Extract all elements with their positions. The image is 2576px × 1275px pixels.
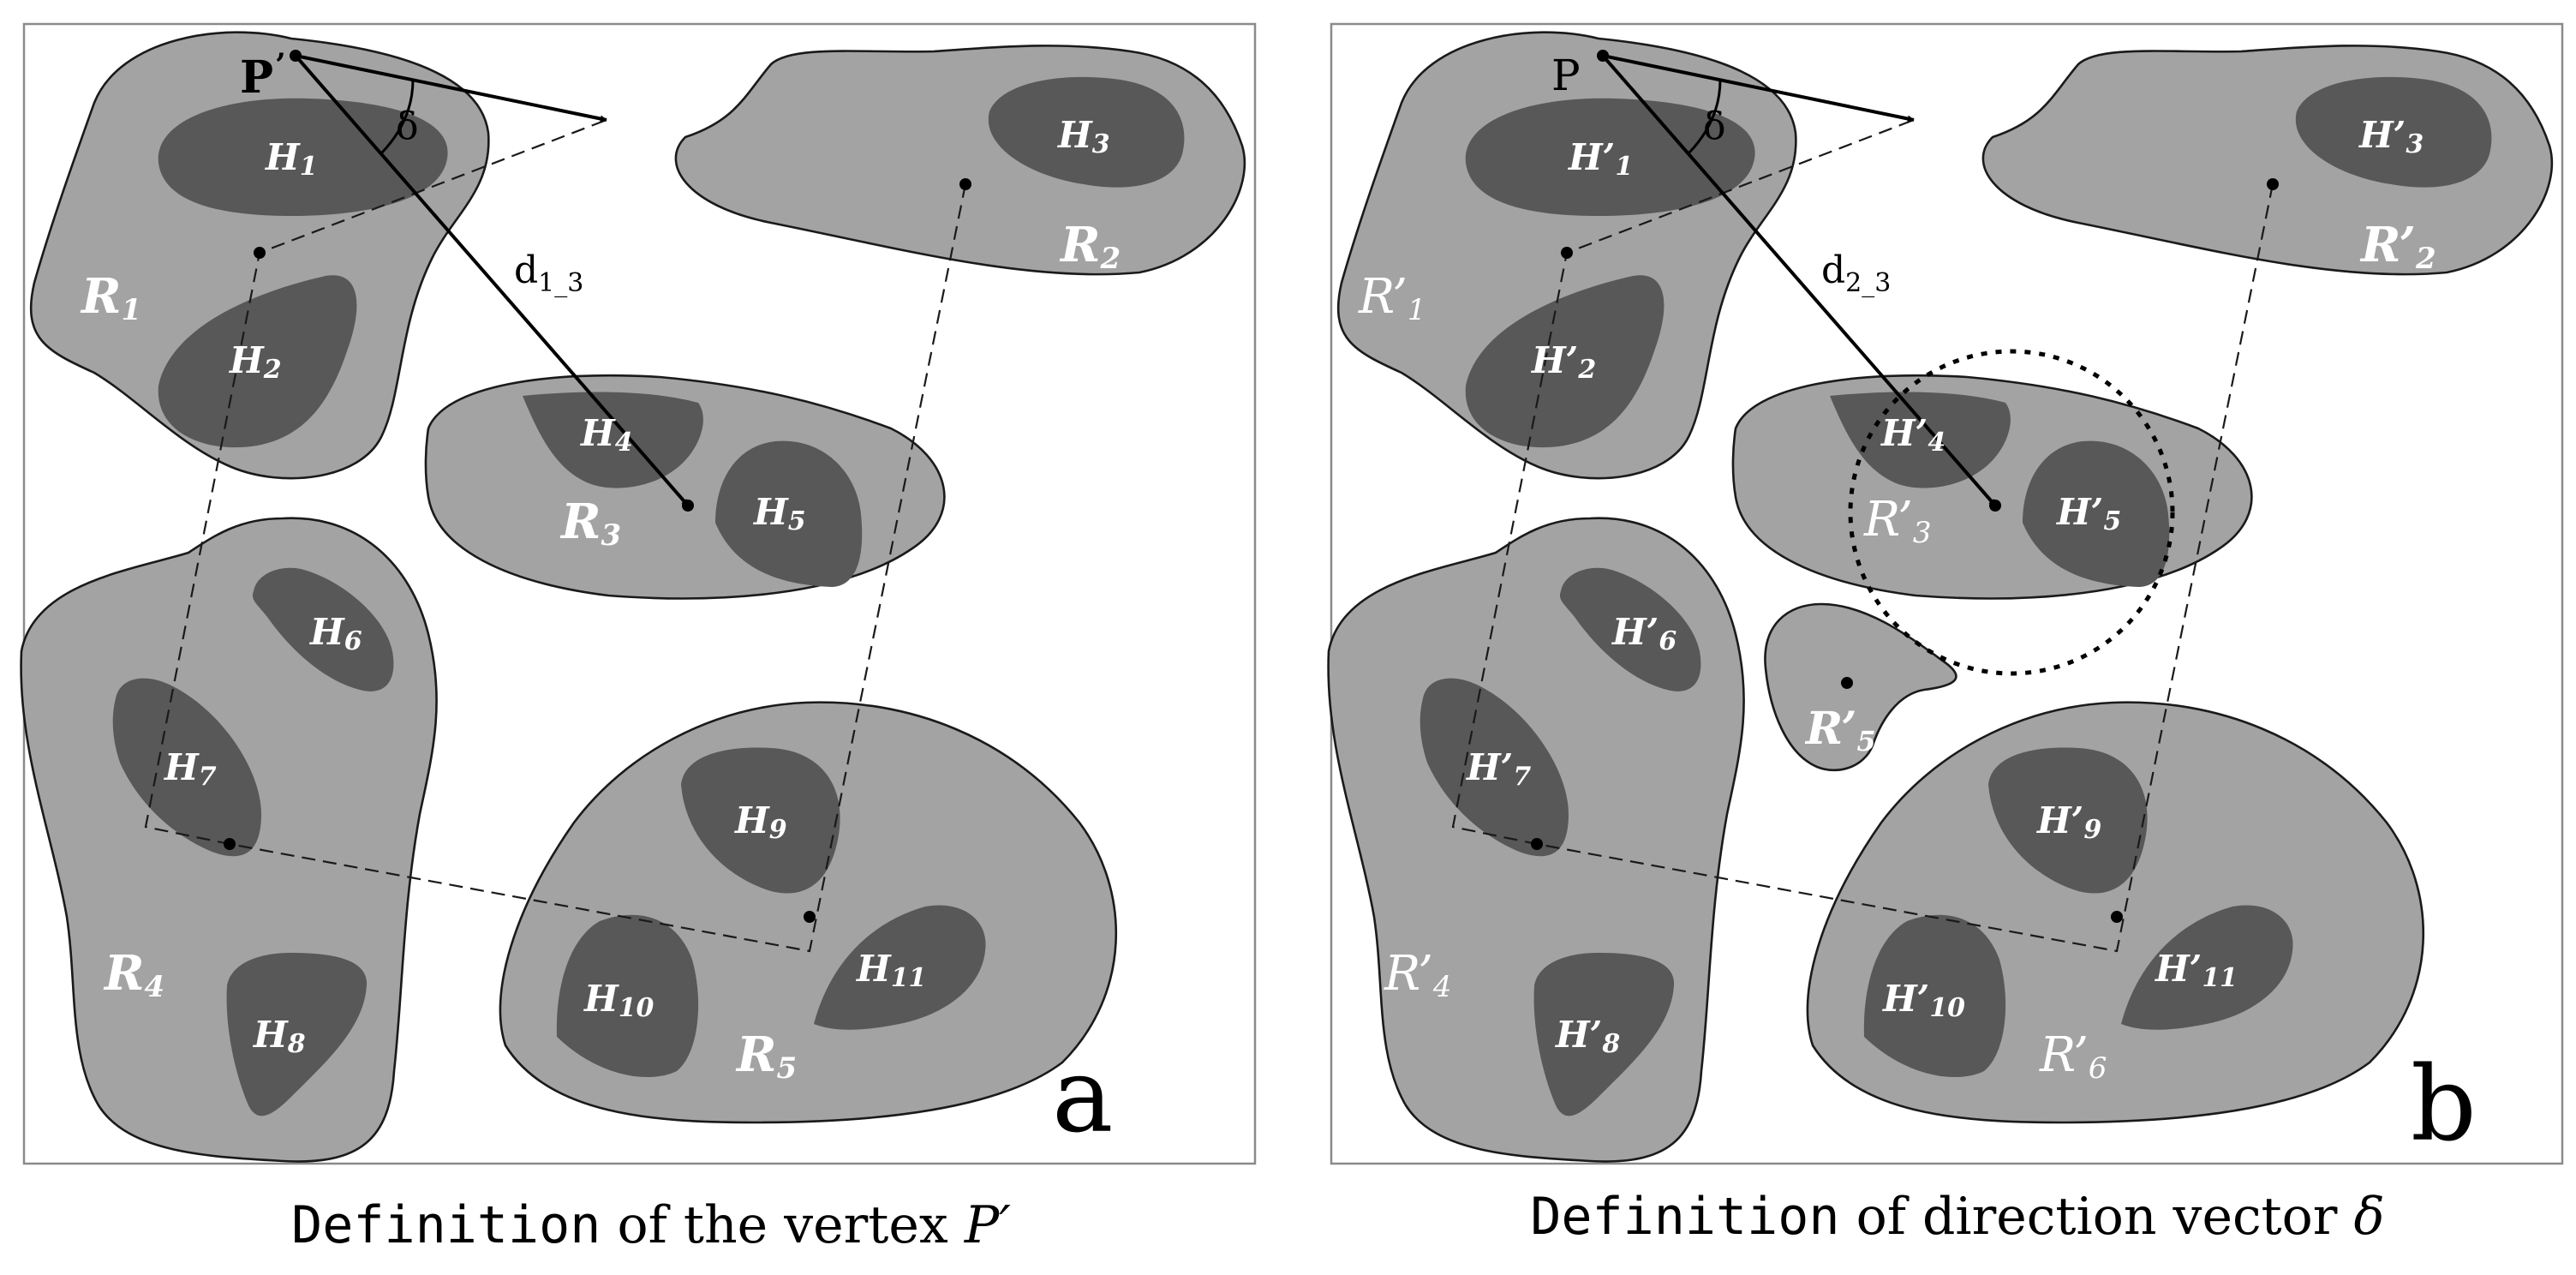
- center-dot-r4: [224, 838, 236, 850]
- hole-h8: [226, 953, 368, 1116]
- hole-h7: [112, 678, 261, 857]
- hole-label-h1: H1: [265, 136, 318, 182]
- center-dot-r2: [2267, 178, 2279, 190]
- hole-label-h2-prime: H’2: [1531, 339, 1596, 385]
- hole-label-h3: H3: [1057, 114, 1110, 159]
- vector-direction: [1602, 54, 1915, 123]
- hole-label-h11: H11: [856, 948, 926, 993]
- center-dot-r5: [804, 911, 816, 923]
- center-dot-r6: [2111, 911, 2123, 923]
- region-label-r1: R1: [80, 268, 141, 327]
- panel-a: P’ δ d1_3 R1 R2 R3 R4 R5 H1 H2 H3 H4 H5 …: [20, 22, 1257, 1165]
- hole-h10-prime: [1863, 914, 2006, 1078]
- region-label-r2-prime: R’2: [2359, 217, 2436, 276]
- hole-h2: [158, 275, 357, 448]
- hole-h9: [681, 747, 840, 894]
- hole-label-h9: H9: [734, 799, 787, 845]
- region-label-r4: R4: [103, 945, 164, 1004]
- region-label-r1-prime: R’1: [1358, 269, 1426, 327]
- center-dot-r1: [1561, 247, 1573, 259]
- hole-h6: [252, 567, 394, 691]
- hole-label-h4: H4: [580, 412, 633, 458]
- angle-label: δ: [396, 105, 419, 148]
- distance-label: d1_3: [514, 248, 583, 298]
- caption-b-mono: Definition: [1530, 1187, 1839, 1247]
- hole-h2-prime: [1465, 275, 1665, 448]
- hole-label-h7: H7: [164, 746, 217, 792]
- hole-h5-prime: [2023, 440, 2170, 587]
- connection-path: [144, 118, 967, 953]
- hole-h3: [988, 76, 1185, 188]
- vertex-dot: [290, 50, 302, 62]
- center-dot-r1: [254, 247, 266, 259]
- hole-label-h6-prime: H’6: [1611, 611, 1676, 656]
- caption-a-mono: Definition: [291, 1195, 601, 1255]
- region-label-r5: R5: [735, 1027, 797, 1086]
- hole-label-h2: H2: [229, 339, 282, 385]
- vertex-label: P: [1551, 51, 1581, 100]
- hole-label-h8-prime: H’8: [1555, 1014, 1620, 1059]
- hole-h6-prime: [1559, 567, 1701, 691]
- hole-label-h8: H8: [253, 1014, 306, 1059]
- region-label-r3: R3: [559, 494, 621, 553]
- center-dot-r2: [959, 178, 971, 190]
- center-dot-r5: [1841, 677, 1853, 689]
- region-label-r2: R2: [1059, 217, 1121, 276]
- hole-h1-prime: [1465, 98, 1755, 217]
- region-label-r4-prime: R’4: [1384, 946, 1452, 1004]
- vertex-label: P’: [240, 47, 286, 104]
- distance-label: d2_3: [1821, 248, 1891, 298]
- search-circle: [1848, 349, 2175, 676]
- hole-label-h5: H5: [753, 491, 806, 536]
- hole-h5: [715, 440, 863, 587]
- region-label-r3-prime: R’3: [1863, 492, 1932, 550]
- hole-label-h1-prime: H’1: [1568, 136, 1633, 182]
- panel-letter-a: a: [1052, 1037, 1114, 1156]
- hole-h3-prime: [2295, 76, 2492, 188]
- region-r5-prime: [1764, 602, 1957, 772]
- panel-b-frame: [1330, 22, 2564, 1165]
- hole-h4: [523, 392, 703, 488]
- angle-arc: [380, 79, 415, 154]
- panel-a-frame: [22, 22, 1257, 1165]
- hole-label-h9-prime: H’9: [2036, 799, 2101, 845]
- vector-direction: [295, 54, 607, 123]
- center-dot-r4: [1531, 838, 1543, 850]
- connection-path: [1451, 118, 2274, 953]
- panel-letter-b: b: [2411, 1045, 2477, 1164]
- region-label-r5-prime: R’5: [1804, 703, 1876, 757]
- panel-b: P δ d2_3 R’1 R’2 R’3 R’4 R’5 R’6 H’1 H’2…: [1327, 22, 2564, 1165]
- caption-a: Definition of the vertex P′: [291, 1195, 1011, 1255]
- angle-label: δ: [1703, 105, 1726, 148]
- vertex-dot: [1597, 50, 1609, 62]
- hole-h11-prime: [2121, 905, 2293, 1030]
- hole-h9-prime: [1988, 747, 2148, 894]
- hole-h7-prime: [1419, 678, 1569, 857]
- hole-label-h10-prime: H’10: [1882, 978, 1965, 1023]
- vector-d23: [1601, 54, 1997, 507]
- hole-h8-prime: [1533, 953, 1675, 1116]
- caption-b: Definition of direction vector δ: [1530, 1187, 2384, 1247]
- region-label-r6-prime: R’6: [2039, 1027, 2107, 1086]
- hole-label-h6: H6: [309, 611, 362, 656]
- vector-d13: [294, 54, 690, 507]
- hole-label-h5-prime: H’5: [2056, 491, 2121, 536]
- angle-arc: [1688, 79, 1722, 154]
- hole-label-h4-prime: H’4: [1880, 412, 1945, 458]
- hole-label-h3-prime: H’3: [2358, 114, 2424, 159]
- hole-h4-prime: [1830, 392, 2011, 488]
- hole-label-h7-prime: H’7: [1466, 746, 1531, 792]
- hole-h1: [158, 98, 448, 217]
- hole-h11: [814, 905, 986, 1030]
- hole-label-h10: H10: [583, 978, 654, 1023]
- hole-label-h11-prime: H’11: [2155, 948, 2238, 993]
- hole-h10: [556, 914, 699, 1078]
